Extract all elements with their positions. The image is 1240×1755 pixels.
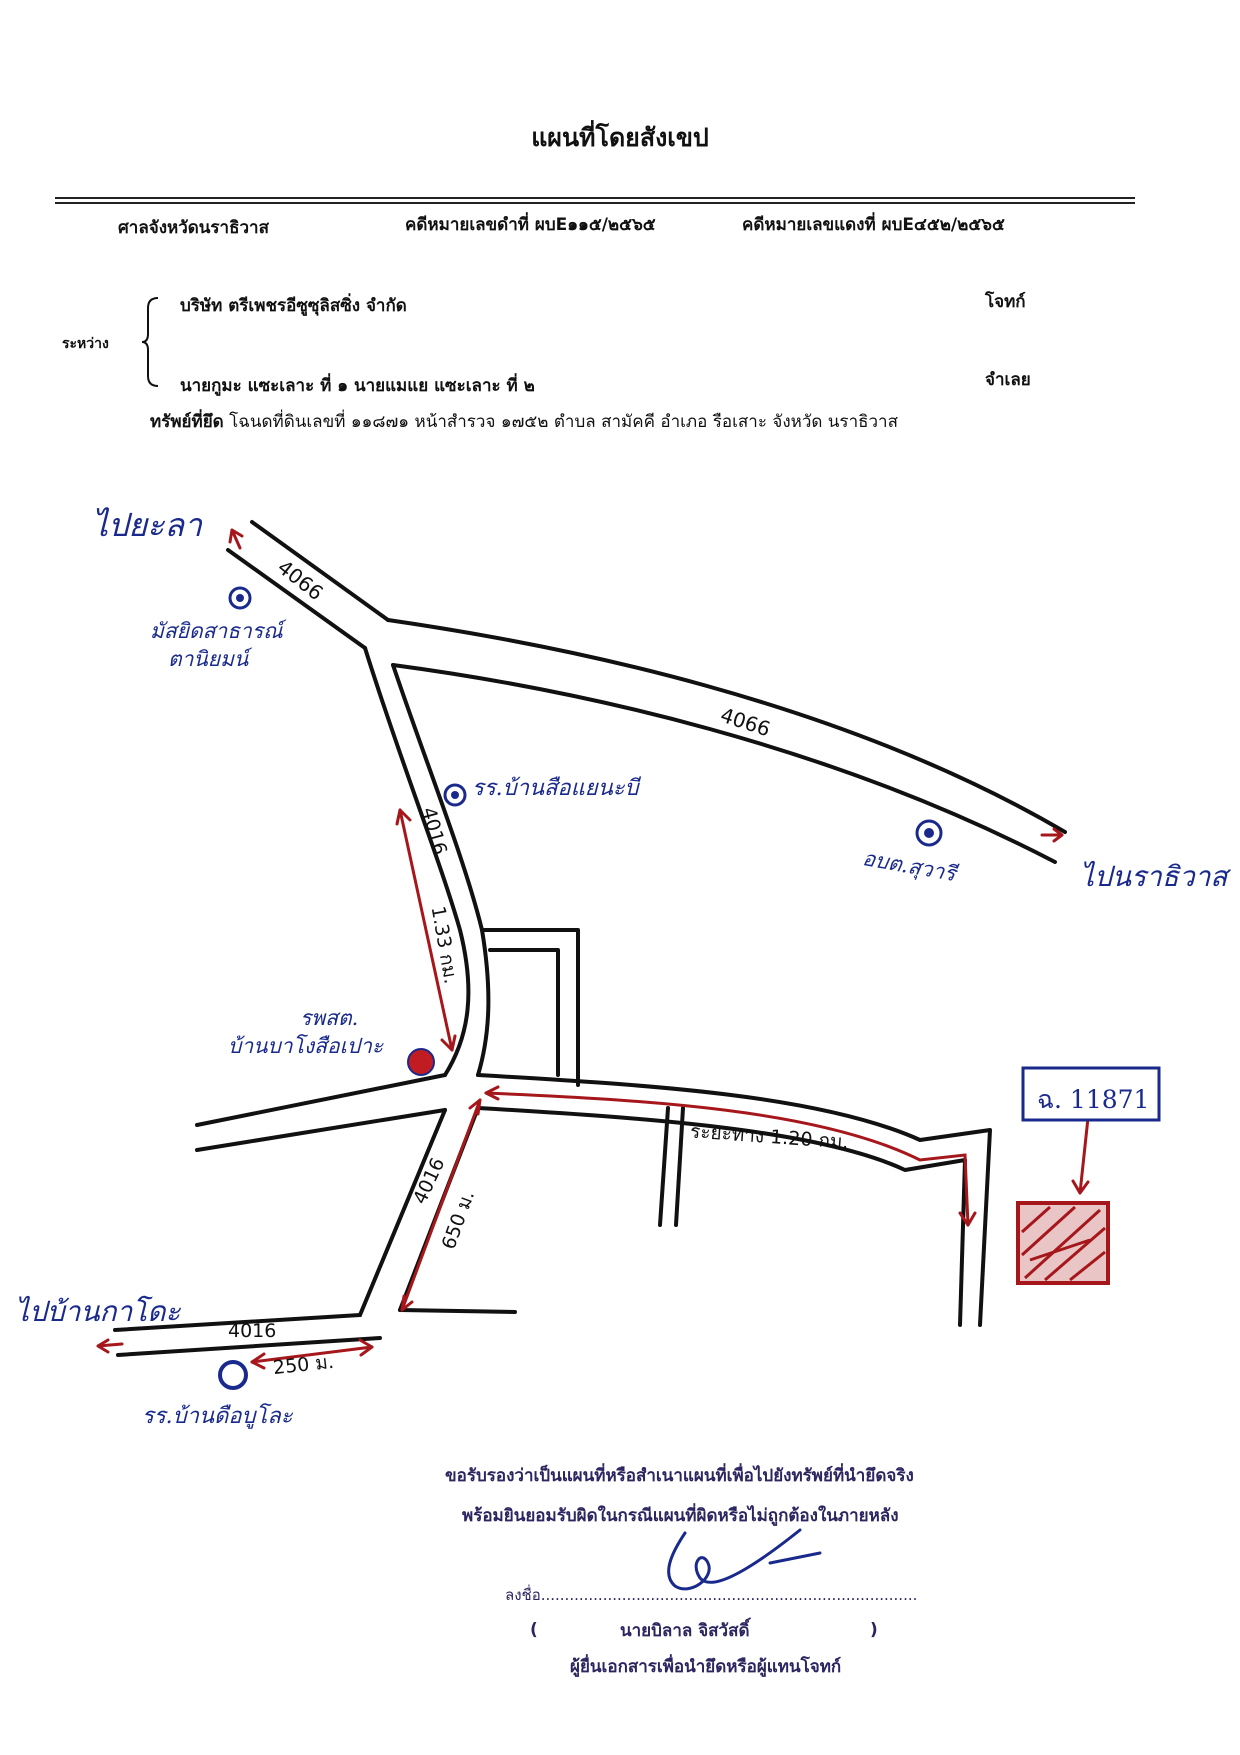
header-rule-top xyxy=(55,197,1135,199)
road-east-top-edge xyxy=(476,1073,992,1327)
black-case-number: คดีหมายเลขดำที่ ผบE๑๑๕/๒๕๖๕ xyxy=(405,215,656,235)
dist-arrow-1 xyxy=(398,808,454,1052)
red-case-number: คดีหมายเลขแดงที่ ผบE๔๕๒/๒๕๖๕ xyxy=(742,215,1005,235)
road-4066-e-edge-a xyxy=(386,618,1067,834)
mosque-marker-dot xyxy=(236,594,244,602)
signer-role: ผู้ยื่นเอกสารเพื่อนำยึดหรือผู้แทนโจทก์ xyxy=(570,1657,842,1677)
page-title: แผนที่โดยสังเขป xyxy=(531,123,709,152)
parcel-label-box xyxy=(1021,1066,1161,1122)
dist-arrow-4-head-a xyxy=(250,1352,266,1370)
hospital-label-2: บ้านบาโงสือเปาะ xyxy=(228,1034,384,1058)
dist-arrow-2-head-b xyxy=(958,1211,977,1227)
parcel-label: ฉ. 11871 xyxy=(1037,1085,1150,1114)
bottom-road-top-edge-east xyxy=(398,1308,517,1314)
header-rule-bottom xyxy=(55,202,1135,204)
parcel-hatching xyxy=(1020,1205,1106,1282)
road-4016-south-west-edge xyxy=(358,1108,447,1317)
road-east-bottom-edge xyxy=(476,1106,967,1327)
obt-marker-dot xyxy=(924,828,934,838)
defendant-names: นายกูมะ แซะเลาะ ที่ ๑ นายแมแย แซะเลาะ ที… xyxy=(180,376,535,396)
signature-image xyxy=(667,1528,822,1591)
road-4016-west-edge xyxy=(363,646,471,1077)
bottom-road-bottom-edge xyxy=(116,1336,382,1357)
distance-4-label: 250 ม. xyxy=(272,1350,335,1380)
property-text: โฉนดที่ดินเลขที่ ๑๑๘๗๑ หน้าสำรวจ ๑๗๕๒ ตำ… xyxy=(229,412,898,432)
certification-line-1: ขอรับรองว่าเป็นแผนที่หรือสำเนาแผนที่เพื่… xyxy=(445,1466,914,1486)
between-label: ระหว่าง xyxy=(62,336,109,352)
plaintiff-role: โจทก์ xyxy=(985,292,1026,312)
certification-line-2: พร้อมยินยอมรับผิดในกรณีแผนที่ผิดหรือไม่ถ… xyxy=(462,1506,899,1526)
signer-name: นายบิลาล จิสวัสดิ์ xyxy=(620,1621,750,1641)
school-top-marker-dot xyxy=(451,791,459,799)
loop-road-inner xyxy=(488,948,560,1077)
mosque-marker-icon xyxy=(228,586,252,610)
mosque-label-1: มัสยิดสาธารณ์ xyxy=(150,619,283,643)
parcel-pointer-arrow xyxy=(1071,1116,1090,1195)
property-label: ทรัพย์ที่ยึด xyxy=(150,412,224,432)
signature-line: ลงชื่อ..................................… xyxy=(505,1586,918,1604)
to-ban-kado-label: ไปบ้านกาโดะ xyxy=(15,1295,181,1328)
dist-arrow-2 xyxy=(484,1091,970,1227)
hospital-label-1: รพสต. xyxy=(300,1006,359,1030)
side-road-right xyxy=(674,1106,685,1227)
seized-property-line: ทรัพย์ที่ยึด โฉนดที่ดินเลขที่ ๑๑๘๗๑ หน้า… xyxy=(150,408,898,435)
dist-arrow-2-head-a xyxy=(484,1085,500,1101)
dist-arrow-1-head-a xyxy=(395,808,412,826)
plaintiff-name: บริษัท ตรีเพชรอีซูซุลิสซิ่ง จำกัด xyxy=(180,296,407,316)
hospital-marker-icon xyxy=(407,1048,435,1076)
signer-paren-close: ) xyxy=(870,1620,878,1640)
road-4016-bottom-label: 4016 xyxy=(228,1320,277,1342)
obt-marker-icon xyxy=(915,819,943,847)
to-narathiwat-label: ไปนราธิวาส xyxy=(1080,860,1228,893)
road-4016-east-edge xyxy=(391,663,491,1077)
bottom-road-top-edge xyxy=(113,1313,362,1332)
school-bottom-label: รร.บ้านดือบูโละ xyxy=(142,1404,293,1429)
road-west-top-edge xyxy=(195,1073,447,1127)
dist-arrow-3-head-a xyxy=(468,1098,482,1116)
dist-arrow-4 xyxy=(250,1345,374,1364)
defendant-role: จำเลย xyxy=(985,370,1031,390)
road-4066-nw-edge-a xyxy=(250,520,390,622)
arrow-to-ban-kado xyxy=(96,1338,124,1354)
arrow-to-narathiwat xyxy=(1040,827,1064,843)
school-top-label: รร.บ้านสือแยนะบี xyxy=(472,776,639,801)
to-yala-label: ไปยะลา xyxy=(92,506,202,544)
brace-icon xyxy=(141,297,159,387)
road-4066-e-edge-b xyxy=(391,663,1057,864)
side-road-left xyxy=(658,1106,670,1227)
court-name: ศาลจังหวัดนราธิวาส xyxy=(118,218,269,238)
arrow-to-yala xyxy=(228,528,244,550)
dist-arrow-3-head-b xyxy=(400,1294,414,1312)
dist-arrow-4-head-b xyxy=(358,1338,374,1357)
road-4066-nw-edge-b xyxy=(226,548,367,650)
mosque-label-2: ตานิยมน์ xyxy=(168,647,249,671)
road-west-bottom-edge xyxy=(195,1108,447,1152)
school-bottom-marker-icon xyxy=(218,1360,248,1390)
dist-arrow-1-head-b xyxy=(440,1034,457,1052)
signer-paren-open: ( xyxy=(530,1620,538,1640)
dist-arrow-3 xyxy=(400,1098,482,1312)
school-top-marker-icon xyxy=(443,783,467,807)
loop-road-outer xyxy=(480,928,580,1087)
